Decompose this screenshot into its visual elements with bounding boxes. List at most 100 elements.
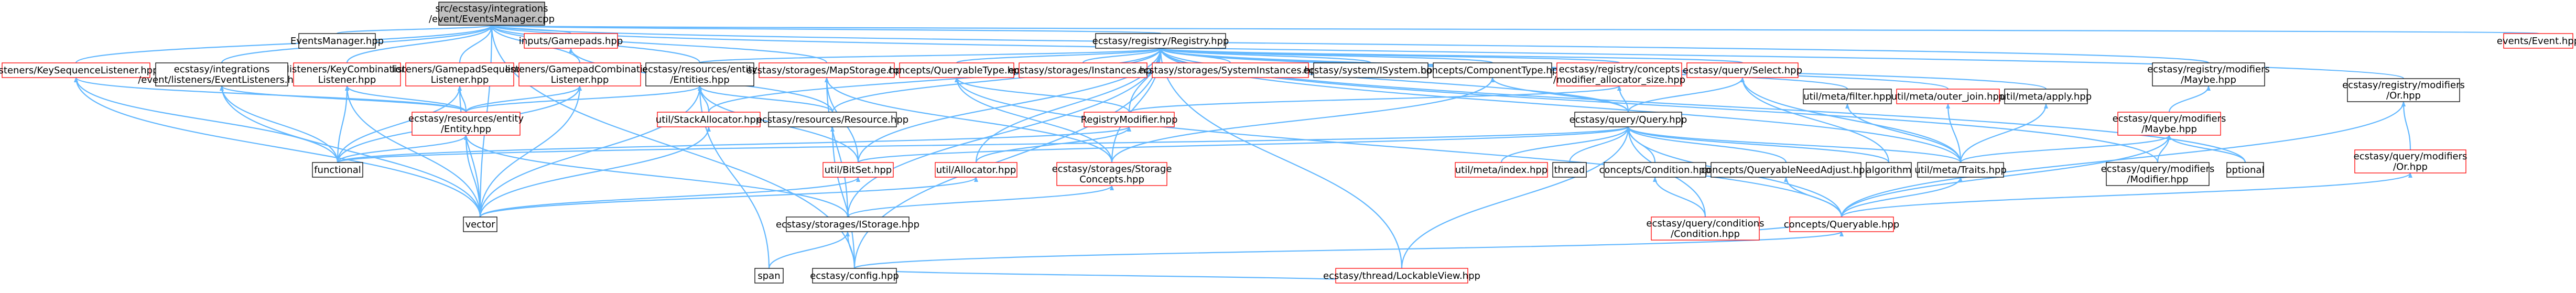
node-componenttype-box	[1433, 62, 1552, 78]
node-eventsmanager-label-0: EventsManager.hpp	[290, 36, 384, 47]
node-event-label-0: events/Event.hpp	[2497, 36, 2576, 47]
node-span[interactable]: span	[754, 268, 784, 284]
node-qcondition-box	[1651, 216, 1760, 241]
node-qmaybe-box	[2117, 112, 2221, 136]
edge-query-to-utilindex	[1500, 126, 1630, 163]
node-qmaybe[interactable]: ecstasy/query/modifiers/Maybe.hpp	[2113, 112, 2226, 136]
node-select[interactable]: ecstasy/query/Select.hpp	[1683, 62, 1802, 78]
node-componenttype[interactable]: concepts/ComponentType.hpp	[1421, 62, 1564, 78]
node-entities[interactable]: ecstasy/resources/entity/Entities.hpp	[642, 62, 757, 86]
node-conceptcondition[interactable]: concepts/Condition.hpp	[1599, 162, 1711, 178]
node-qcondition[interactable]: ecstasy/query/conditions/Condition.hpp	[1646, 216, 1765, 241]
node-regmaybe[interactable]: ecstasy/registry/modifiers/Maybe.hpp	[2147, 62, 2270, 86]
edge-registry-to-istorage	[847, 48, 1163, 218]
node-qaneedadjust-box	[1711, 162, 1861, 178]
node-functional-label-0: functional	[314, 165, 361, 176]
node-keyseqlistener[interactable]: listeners/KeySequenceListener.hpp	[0, 62, 159, 78]
node-root-label-1: /event/EventsManager.cpp	[429, 14, 555, 25]
node-utilindex[interactable]: util/meta/index.hpp	[1455, 162, 1548, 178]
edge-gpseqlistener-to-functional	[337, 85, 462, 163]
edge-qmaybe-to-traits	[1960, 135, 2171, 163]
node-stackalloc-label-0: util/StackAllocator.hpp	[656, 114, 762, 125]
node-qaneedadjust[interactable]: concepts/QueryableNeedAdjust.hpp	[1701, 162, 1871, 178]
node-qmodifier-label-1: /Modifier.hpp	[2127, 174, 2188, 185]
node-modalloc[interactable]: ecstasy/registry/concepts/modifier_alloc…	[1553, 62, 1685, 86]
node-entity[interactable]: ecstasy/resources/entity/Entity.hpp	[408, 112, 524, 136]
edge-root-to-regmaybe	[490, 25, 2210, 63]
node-modalloc-box	[1556, 62, 1682, 86]
node-root-label-0: src/ecstasy/integrations	[435, 3, 548, 14]
node-regor[interactable]: ecstasy/registry/modifiers/Or.hpp	[2342, 78, 2465, 102]
edge-queryabletype-to-storageconcepts	[955, 77, 1113, 163]
node-traits[interactable]: util/meta/Traits.hpp	[1914, 162, 2007, 178]
node-optional[interactable]: optional	[2226, 162, 2265, 178]
edge-registry-to-modalloc	[1159, 47, 1620, 64]
edge-query-to-lockableview	[1401, 126, 1630, 269]
node-utilapply[interactable]: util/meta/apply.hpp	[2000, 89, 2092, 104]
edge-gpcombolistener-to-vector	[479, 85, 582, 218]
edge-qmaybe-to-conceptqueryable	[1841, 135, 2171, 218]
edge-conceptcondition-to-qcondition	[1653, 177, 1706, 218]
node-query-box	[1574, 112, 1682, 127]
node-regmodifier[interactable]: RegistryModifier.hpp	[1081, 112, 1178, 127]
node-istorage[interactable]: ecstasy/storages/IStorage.hpp	[776, 216, 919, 232]
node-config-box	[812, 268, 897, 284]
node-resource[interactable]: ecstasy/resources/Resource.hpp	[756, 112, 908, 127]
node-bitset[interactable]: util/BitSet.hpp	[822, 162, 894, 178]
node-algorithm[interactable]: algorithm	[1866, 162, 1912, 178]
node-root: src/ecstasy/integrations/event/EventsMan…	[429, 2, 555, 26]
node-queryabletype[interactable]: concepts/QueryableType.hpp	[888, 62, 1025, 78]
edge-select-to-algorithm	[1740, 77, 1890, 163]
node-keyseqlistener-box	[2, 62, 150, 78]
edge-gpcombolistener-to-entity	[465, 85, 582, 113]
node-qmodifier[interactable]: ecstasy/query/modifiers/Modifier.hpp	[2101, 162, 2215, 186]
node-utilfilter[interactable]: util/meta/filter.hpp	[1803, 89, 1892, 104]
node-lockableview[interactable]: ecstasy/thread/LockableView.hpp	[1323, 268, 1480, 284]
node-instances[interactable]: ecstasy/storages/Instances.hpp	[1009, 62, 1157, 78]
node-allocator[interactable]: util/Allocator.hpp	[935, 162, 1018, 178]
node-registry[interactable]: ecstasy/registry/Registry.hpp	[1092, 33, 1229, 49]
node-conceptcondition-box	[1604, 162, 1706, 178]
node-optional-box	[2226, 162, 2264, 178]
node-functional-box	[312, 162, 363, 178]
node-sysinstances[interactable]: ecstasy/storages/SystemInstances.hpp	[1138, 62, 1323, 78]
node-algorithm-box	[1866, 162, 1912, 178]
edge-conceptqueryable-to-config	[853, 231, 1844, 269]
node-thread-box	[1552, 162, 1587, 178]
node-isystem[interactable]: ecstasy/system/ISystem.hpp	[1303, 62, 1438, 78]
node-mapstorage[interactable]: ecstasy/storages/MapStorage.hpp	[746, 62, 907, 78]
node-regmaybe-label-1: /Maybe.hpp	[2181, 74, 2236, 85]
node-vector[interactable]: vector	[463, 216, 497, 232]
edge-storageconcepts-to-istorage	[847, 185, 1114, 218]
edge-registry-to-allocator	[975, 48, 1163, 163]
edge-componenttype-to-storageconcepts	[1111, 77, 1495, 163]
node-config[interactable]: ecstasy/config.hpp	[810, 268, 899, 284]
node-eventlisteners[interactable]: ecstasy/integrations/event/listeners/Eve…	[138, 62, 306, 86]
node-thread[interactable]: thread	[1552, 162, 1587, 178]
node-conceptqueryable[interactable]: concepts/Queryable.hpp	[1784, 216, 1899, 232]
node-allocator-label-0: util/Allocator.hpp	[936, 165, 1016, 176]
node-functional[interactable]: functional	[312, 162, 363, 178]
edge-stackalloc-to-vector	[479, 126, 711, 218]
edge-registry-to-stackalloc	[708, 48, 1163, 113]
node-mapstorage-box	[759, 62, 895, 78]
node-event[interactable]: events/Event.hpp	[2497, 33, 2576, 49]
node-eventsmanager[interactable]: EventsManager.hpp	[290, 33, 384, 49]
node-allocator-box	[935, 162, 1018, 178]
node-gamepads[interactable]: inputs/Gamepads.hpp	[519, 33, 623, 49]
node-outerjoin[interactable]: util/meta/outer_join.hpp	[1891, 89, 2005, 104]
node-storageconcepts-label-0: ecstasy/storages/Storage	[1052, 164, 1172, 175]
edge-entity-to-vector	[464, 135, 481, 218]
node-eventsmanager-box	[298, 33, 376, 49]
node-query[interactable]: ecstasy/query/Query.hpp	[1570, 112, 1687, 127]
edge-keyseqlistener-to-functional	[74, 77, 339, 163]
node-stackalloc[interactable]: util/StackAllocator.hpp	[656, 112, 762, 127]
node-utilindex-label-0: util/meta/index.hpp	[1455, 165, 1548, 176]
node-regor-label-0: ecstasy/registry/modifiers	[2342, 80, 2465, 91]
edge-utilapply-to-traits	[1960, 103, 2048, 163]
node-qor[interactable]: ecstasy/query/modifiers/Or.hpp	[2354, 149, 2467, 173]
